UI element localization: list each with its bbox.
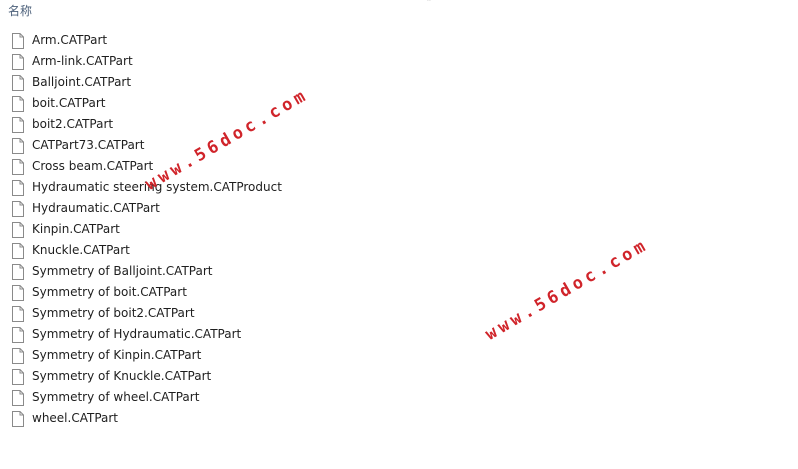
- file-name: Kinpin.CATPart: [32, 222, 120, 236]
- file-name: Symmetry of Hydraumatic.CATPart: [32, 327, 242, 341]
- file-list: Arm.CATPart Arm-link.CATPart Balljoint.C…: [10, 30, 282, 429]
- column-header-label: 名称: [8, 4, 33, 18]
- file-row[interactable]: Hydraumatic steering system.CATProduct: [10, 177, 282, 198]
- document-icon: [12, 389, 24, 406]
- file-name: Symmetry of wheel.CATPart: [32, 390, 200, 404]
- file-name: Arm.CATPart: [32, 33, 108, 47]
- file-row[interactable]: Symmetry of Knuckle.CATPart: [10, 366, 282, 387]
- file-row[interactable]: Cross beam.CATPart: [10, 156, 282, 177]
- file-name: Symmetry of Knuckle.CATPart: [32, 369, 212, 383]
- document-icon: [12, 32, 24, 49]
- file-row[interactable]: Symmetry of Balljoint.CATPart: [10, 261, 282, 282]
- file-name: boit2.CATPart: [32, 117, 114, 131]
- file-row[interactable]: Symmetry of boit2.CATPart: [10, 303, 282, 324]
- file-row[interactable]: boit.CATPart: [10, 93, 282, 114]
- document-icon: [12, 305, 24, 322]
- file-name: Symmetry of Balljoint.CATPart: [32, 264, 213, 278]
- document-icon: [12, 368, 24, 385]
- file-row[interactable]: Symmetry of Hydraumatic.CATPart: [10, 324, 282, 345]
- document-icon: [12, 179, 24, 196]
- file-row[interactable]: boit2.CATPart: [10, 114, 282, 135]
- document-icon: [12, 410, 24, 427]
- document-icon: [12, 242, 24, 259]
- document-icon: [12, 200, 24, 217]
- file-name: Hydraumatic steering system.CATProduct: [32, 180, 282, 194]
- file-row[interactable]: wheel.CATPart: [10, 408, 282, 429]
- document-icon: [12, 158, 24, 175]
- file-row[interactable]: Symmetry of Kinpin.CATPart: [10, 345, 282, 366]
- file-name: Symmetry of boit2.CATPart: [32, 306, 195, 320]
- file-row[interactable]: Balljoint.CATPart: [10, 72, 282, 93]
- file-name: Knuckle.CATPart: [32, 243, 130, 257]
- file-name: Symmetry of Kinpin.CATPart: [32, 348, 202, 362]
- document-icon: [12, 95, 24, 112]
- column-header-name[interactable]: 名称: [8, 2, 32, 20]
- file-name: Symmetry of boit.CATPart: [32, 285, 187, 299]
- file-name: Hydraumatic.CATPart: [32, 201, 160, 215]
- document-icon: [12, 221, 24, 238]
- file-name: boit.CATPart: [32, 96, 106, 110]
- document-icon: [12, 326, 24, 343]
- document-icon: [12, 53, 24, 70]
- file-name: Arm-link.CATPart: [32, 54, 133, 68]
- document-icon: [12, 284, 24, 301]
- document-icon: [12, 347, 24, 364]
- file-row[interactable]: Arm.CATPart: [10, 30, 282, 51]
- sort-caret-icon: ⌃: [426, 0, 432, 6]
- document-icon: [12, 74, 24, 91]
- file-row[interactable]: Symmetry of boit.CATPart: [10, 282, 282, 303]
- watermark-text: www.56doc.com: [482, 234, 653, 345]
- file-name: CATPart73.CATPart: [32, 138, 145, 152]
- file-row[interactable]: Arm-link.CATPart: [10, 51, 282, 72]
- document-icon: [12, 263, 24, 280]
- file-row[interactable]: Kinpin.CATPart: [10, 219, 282, 240]
- file-name: wheel.CATPart: [32, 411, 119, 425]
- file-row[interactable]: Symmetry of wheel.CATPart: [10, 387, 282, 408]
- file-row[interactable]: CATPart73.CATPart: [10, 135, 282, 156]
- document-icon: [12, 116, 24, 133]
- document-icon: [12, 137, 24, 154]
- file-name: Cross beam.CATPart: [32, 159, 154, 173]
- file-name: Balljoint.CATPart: [32, 75, 132, 89]
- file-row[interactable]: Knuckle.CATPart: [10, 240, 282, 261]
- file-row[interactable]: Hydraumatic.CATPart: [10, 198, 282, 219]
